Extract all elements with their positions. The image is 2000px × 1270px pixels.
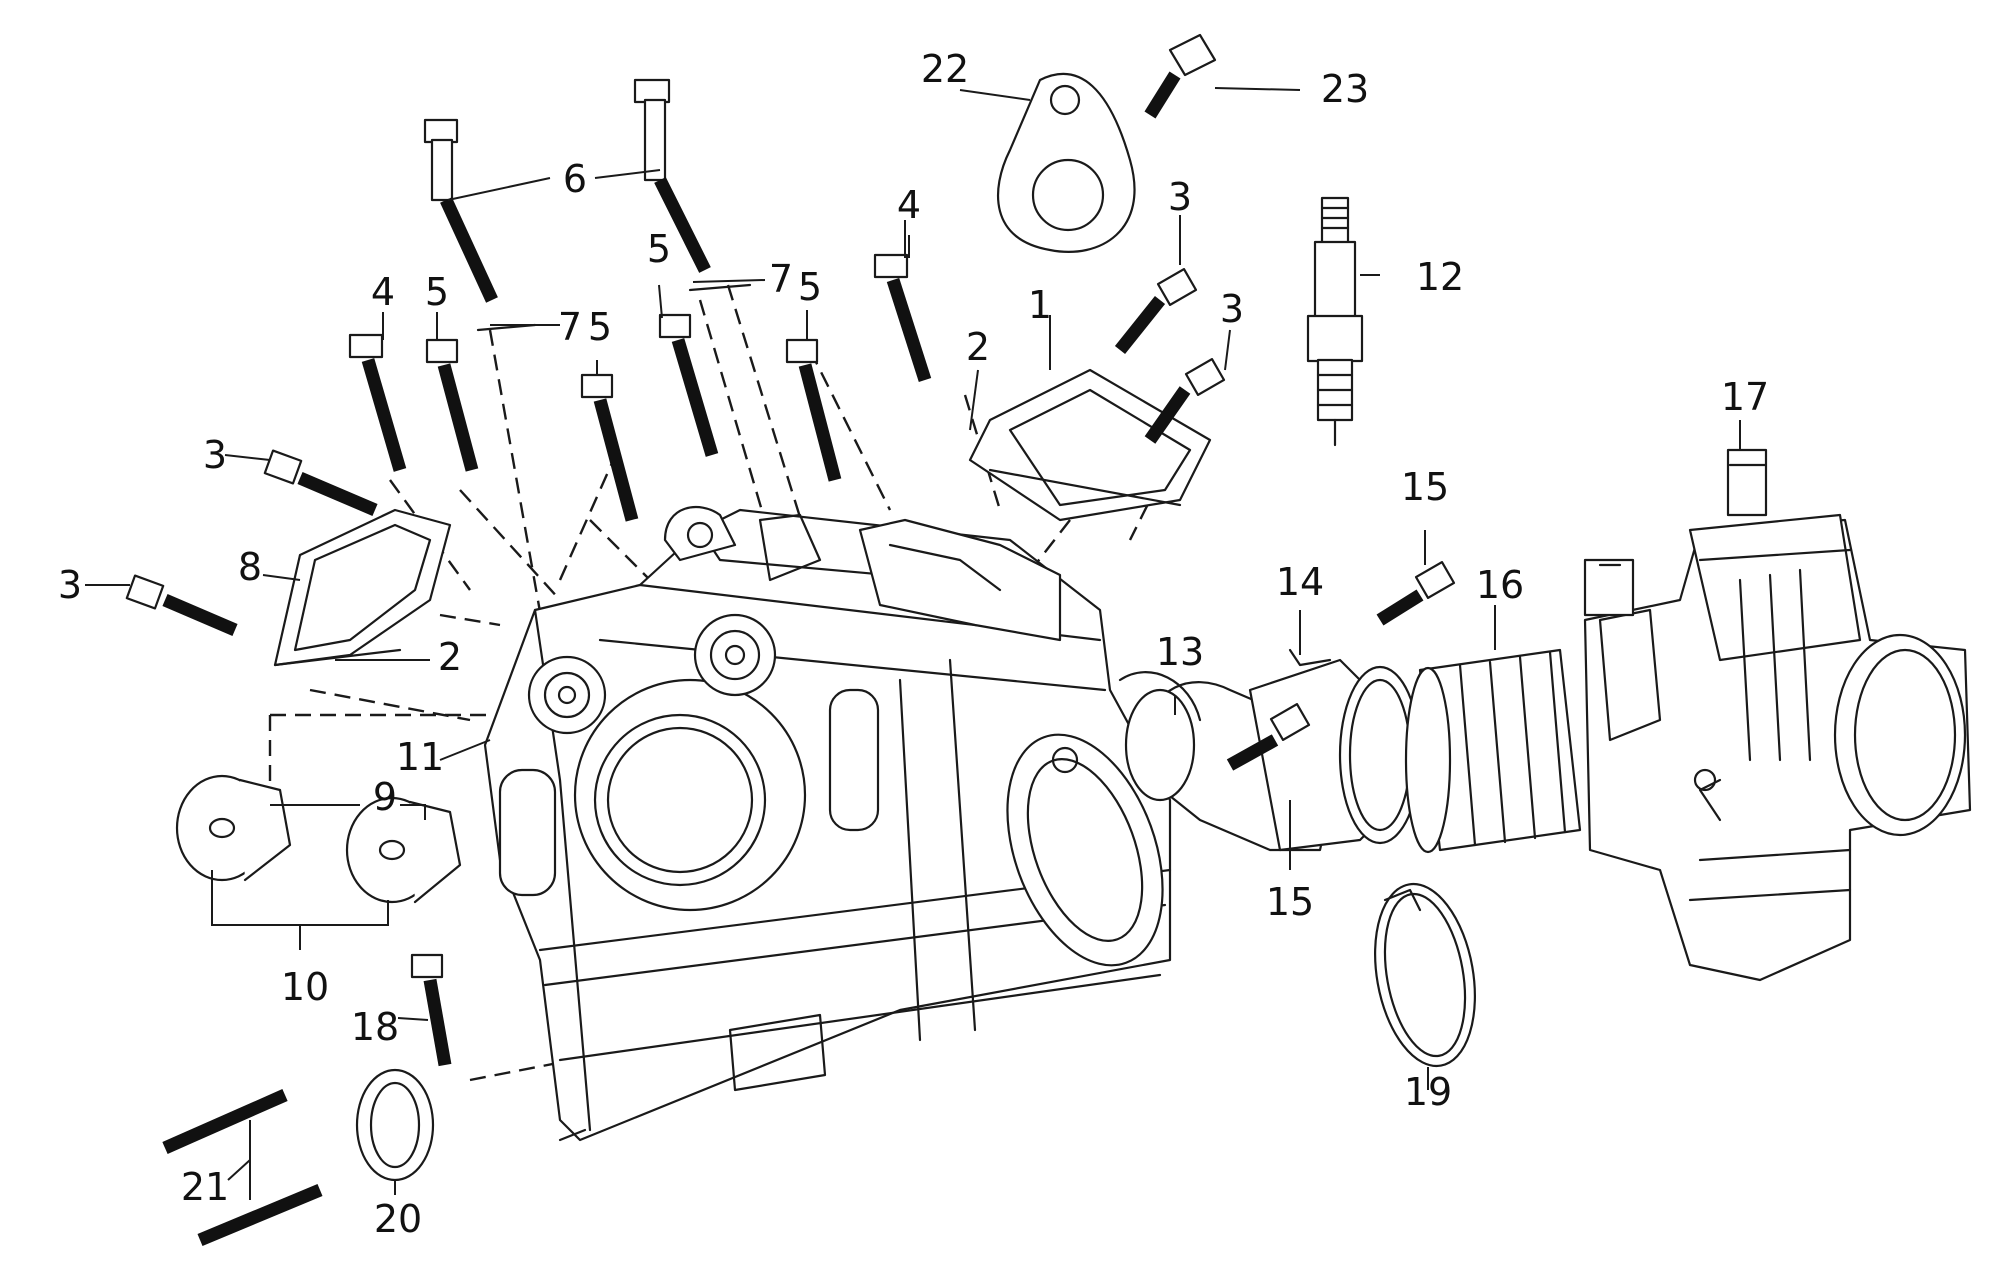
bolt-5-b [580, 373, 639, 522]
washers [476, 283, 752, 332]
carburetor [1583, 448, 1972, 982]
bolt-3-b [125, 574, 238, 636]
callout-12: 12 [1416, 255, 1464, 299]
bolt-3-c [1114, 268, 1198, 355]
callout-3-d: 3 [1220, 287, 1244, 331]
bolts [125, 33, 1456, 1067]
callout-3-c: 3 [1168, 175, 1192, 219]
callout-18: 18 [351, 1005, 399, 1049]
callout-1: 1 [1028, 283, 1052, 327]
callout-15-bottom: 15 [1266, 880, 1314, 924]
hose-clamp [1374, 882, 1476, 1068]
bolt-4-left [348, 333, 407, 472]
callout-23: 23 [1321, 67, 1369, 111]
bolt-23 [1144, 33, 1217, 119]
callout-17: 17 [1721, 375, 1769, 419]
callout-labels: 1 2 2 3 3 3 3 4 4 5 5 5 5 6 7 7 8 9 10 1… [58, 47, 1769, 1241]
callout-10: 10 [281, 965, 329, 1009]
spark-plug [1306, 196, 1364, 447]
bolt-5-c [658, 313, 719, 457]
callout-4-right: 4 [897, 183, 921, 227]
valve-cover-right [968, 368, 1212, 522]
callout-2-right: 2 [966, 325, 990, 369]
caps [175, 774, 462, 904]
callout-8: 8 [238, 545, 262, 589]
callout-6: 6 [563, 157, 587, 201]
bolt-5-a [425, 338, 479, 472]
callout-4-left: 4 [371, 270, 395, 314]
oil-seal [355, 1068, 435, 1182]
callout-7-right: 7 [769, 257, 793, 301]
callout-5-c: 5 [647, 227, 671, 271]
callout-22: 22 [921, 47, 969, 91]
callout-20: 20 [374, 1197, 422, 1241]
bolt-5-d [785, 338, 842, 482]
leader-lines [85, 87, 1741, 1200]
callout-13: 13 [1156, 630, 1204, 674]
callout-14: 14 [1276, 560, 1324, 604]
bolt-15-top [1376, 561, 1456, 626]
studs [162, 1089, 323, 1246]
bolt-6-right [633, 78, 711, 273]
carburetor-sleeve [1404, 648, 1582, 854]
callout-5-b: 5 [588, 305, 612, 349]
bolt-3-a [263, 449, 378, 516]
callout-3-a: 3 [203, 433, 227, 477]
callout-15-top: 15 [1401, 465, 1449, 509]
callout-11: 11 [396, 735, 444, 779]
bolt-6-left [423, 118, 498, 303]
callout-5-d: 5 [798, 265, 822, 309]
bolt-3-d [1144, 358, 1226, 444]
intake-rubber-joint [1248, 648, 1422, 852]
lifting-bracket [996, 72, 1136, 253]
callout-21: 21 [181, 1165, 229, 1209]
valve-cover-left [273, 508, 452, 667]
bolt-4-right [873, 253, 932, 382]
callout-2-left: 2 [438, 635, 462, 679]
callout-19: 19 [1404, 1070, 1452, 1114]
bolt-18 [410, 953, 452, 1067]
callout-16: 16 [1476, 563, 1524, 607]
callout-5-a: 5 [425, 270, 449, 314]
callout-7-left: 7 [558, 305, 582, 349]
bolt-15-bottom [1226, 703, 1311, 771]
callout-9: 9 [373, 775, 397, 819]
callout-3-b: 3 [58, 563, 82, 607]
